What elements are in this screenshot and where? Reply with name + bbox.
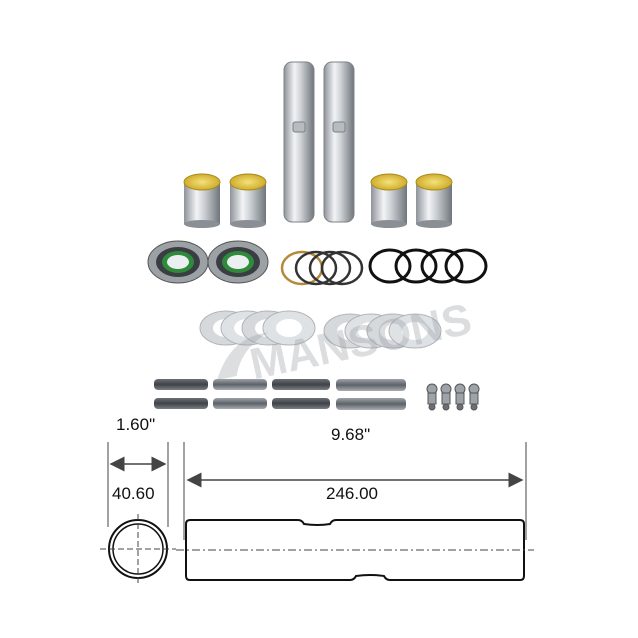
bushing-1 [183, 173, 221, 228]
king-pin-right [323, 61, 355, 223]
watermark-text: MANSONS [246, 295, 476, 390]
king-pin-left [283, 61, 315, 223]
thrust-bearing-right [207, 240, 269, 284]
diameter-mm-label: 40.60 [112, 484, 155, 503]
bushing-4 [415, 173, 453, 228]
seal-rings-right [368, 248, 488, 284]
diameter-inch-label: 1.60" [116, 415, 155, 434]
bushing-3 [370, 173, 408, 228]
shim-washers-right [323, 313, 442, 349]
pin-length-drawing: 9.68" 246.00 [176, 425, 534, 581]
bushing-2 [229, 173, 267, 228]
length-inch-label: 9.68" [331, 425, 370, 444]
thrust-bearing-left [147, 240, 209, 284]
shim-washers-left [199, 310, 316, 346]
seal-rings-left [280, 250, 364, 286]
pin-cross-section-drawing: 1.60" 40.60 [100, 415, 176, 584]
cotter-pins [154, 379, 406, 410]
length-mm-label: 246.00 [326, 484, 378, 503]
grease-nipples [426, 383, 480, 411]
